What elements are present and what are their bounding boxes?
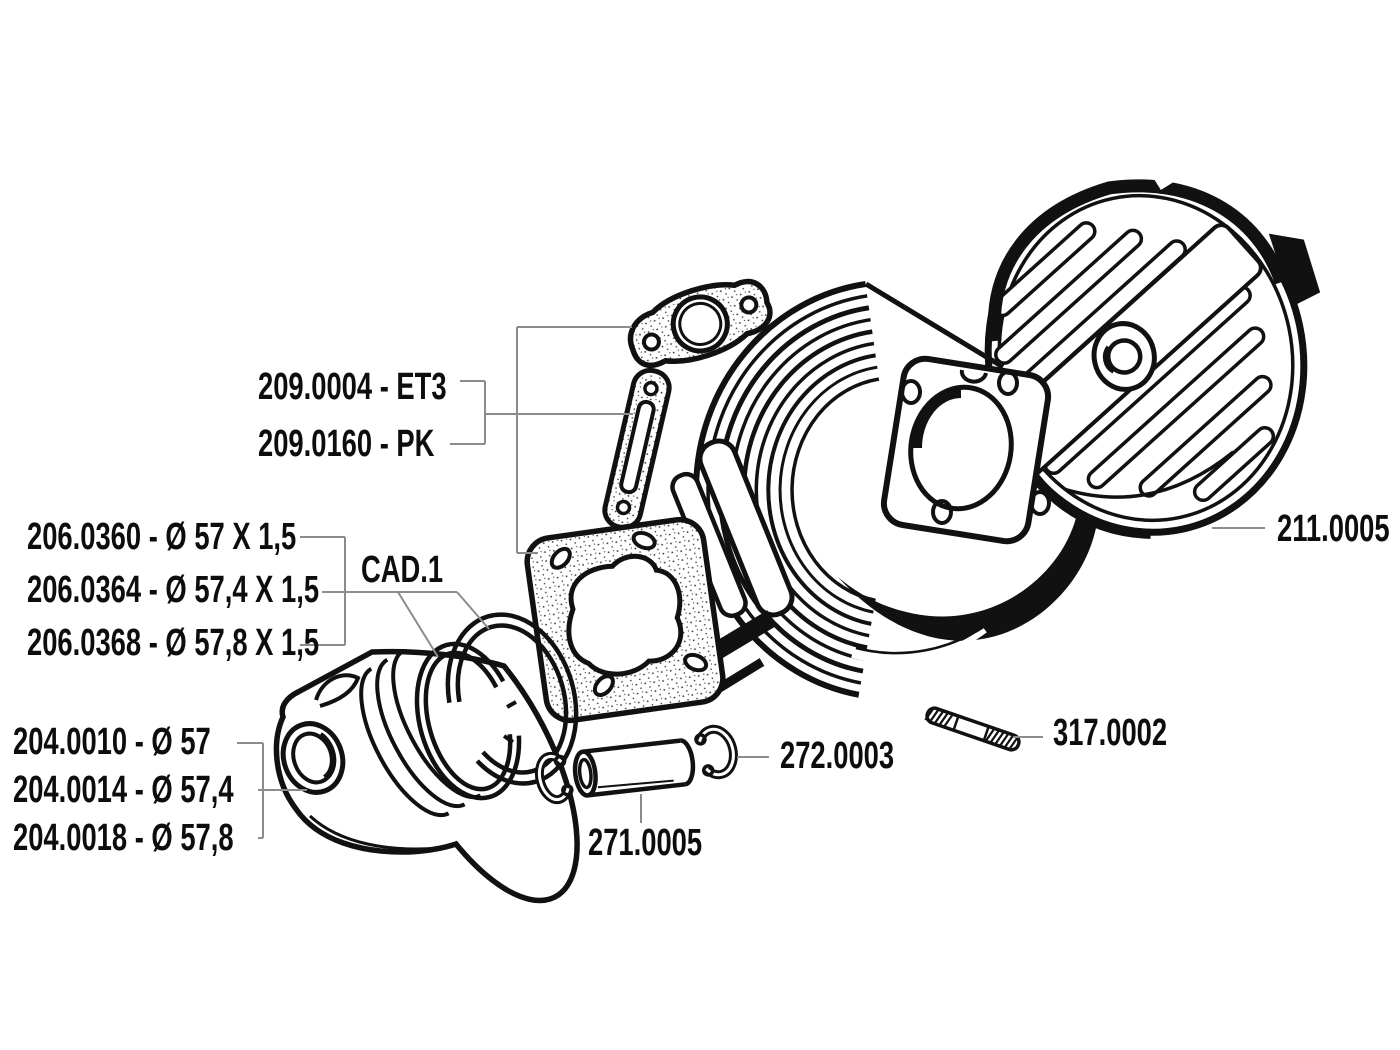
stud-drawing [924, 706, 1021, 752]
label-circlip: 272.0003 [780, 735, 895, 777]
label-gudgeon-pin: 271.0005 [588, 822, 703, 864]
label-cad-1: CAD.1 [361, 549, 444, 591]
base-gasket-drawing [524, 516, 726, 724]
label-piston-57-4: 204.0014 - Ø 57,4 [13, 769, 234, 811]
label-piston-57: 204.0010 - Ø 57 [13, 721, 211, 763]
circlips-drawing [534, 724, 738, 805]
label-cylinder-head: 211.0005 [1277, 508, 1390, 550]
label-ring-57-8: 206.0368 - Ø 57,8 X 1,5 [27, 622, 320, 664]
piston-rings-drawing [414, 612, 579, 801]
leader-lines [237, 326, 1265, 839]
label-ring-57-4: 206.0364 - Ø 57,4 X 1,5 [27, 569, 320, 611]
exhaust-gasket-drawing [627, 278, 773, 369]
cylinder-drawing [661, 281, 1096, 707]
piston-drawing [273, 646, 580, 904]
label-gasket-set-et3: 209.0004 - ET3 [258, 366, 447, 408]
label-piston-57-8: 204.0018 - Ø 57,8 [13, 817, 234, 859]
label-stud: 317.0002 [1053, 712, 1168, 754]
label-gasket-set-pk: 209.0160 - PK [258, 423, 435, 465]
label-ring-57: 206.0360 - Ø 57 X 1,5 [27, 516, 297, 558]
intake-gasket-drawing [602, 367, 672, 531]
gudgeon-pin-drawing [572, 738, 696, 798]
